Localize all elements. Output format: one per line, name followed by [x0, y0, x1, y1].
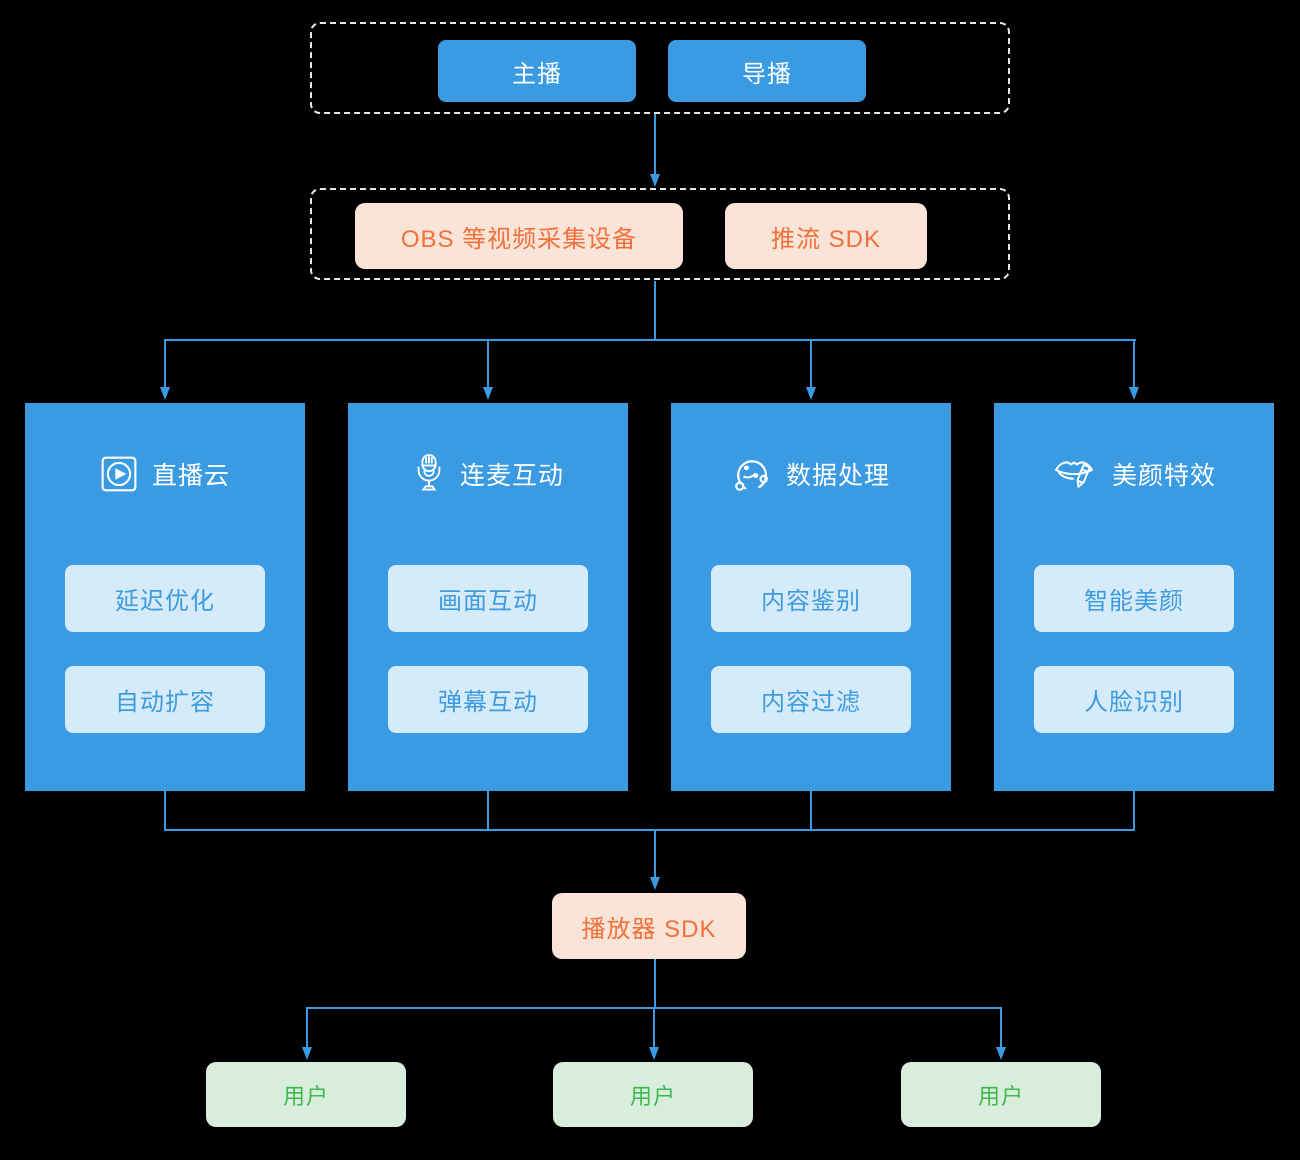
push-sdk-label: 推流 SDK	[770, 225, 881, 253]
user-label: 用户	[977, 1083, 1024, 1109]
service-header: 数据处理	[671, 453, 951, 495]
feature-label: 延迟优化	[115, 588, 215, 615]
capture-group: OBS 等视频采集设备 推流 SDK	[310, 188, 1010, 280]
connector-user-drop-1	[306, 1007, 308, 1049]
user-label: 用户	[282, 1083, 329, 1109]
arrow-down-icon	[483, 387, 493, 400]
connector-user-drop-2	[653, 1007, 655, 1049]
connector-fanout-bar	[164, 339, 1136, 341]
arrow-down-icon	[1129, 387, 1139, 400]
feature-node: 画面互动	[388, 565, 588, 632]
obs-capture-label: OBS 等视频采集设备	[400, 225, 638, 253]
connector-rise-4	[1133, 791, 1135, 831]
connector-user-drop-3	[1000, 1007, 1002, 1049]
sources-group: 主播 导播	[310, 22, 1010, 114]
connector-rise-1	[164, 791, 166, 831]
service-title: 直播云	[151, 462, 230, 490]
connector-rise-2	[487, 791, 489, 831]
connector-player-stub	[654, 829, 656, 879]
service-title: 美颜特效	[1111, 462, 1216, 490]
feature-label: 智能美颜	[1084, 588, 1184, 615]
feature-node: 延迟优化	[65, 565, 265, 632]
obs-capture-node: OBS 等视频采集设备	[355, 203, 683, 269]
user-node: 用户	[901, 1062, 1101, 1127]
connector-sources-capture	[654, 114, 656, 176]
feature-node: 内容过滤	[711, 666, 911, 733]
connector-player-down	[654, 959, 656, 1009]
connector-drop-4	[1133, 339, 1135, 389]
anchor-label: 主播	[512, 60, 562, 88]
service-header: 直播云	[25, 453, 305, 495]
connector-fanin-bar	[164, 829, 1135, 831]
user-node: 用户	[553, 1062, 753, 1127]
arrow-down-icon	[650, 174, 660, 187]
arrow-down-icon	[302, 1047, 312, 1060]
connector-capture-stub	[654, 281, 656, 341]
arrow-down-icon	[649, 1047, 659, 1060]
feature-node: 人脸识别	[1034, 666, 1234, 733]
service-header: 美颜特效	[994, 453, 1274, 495]
service-column-mic-interaction: 连麦互动 画面互动 弹幕互动	[348, 403, 628, 791]
feature-label: 内容过滤	[761, 689, 861, 716]
user-label: 用户	[629, 1083, 676, 1109]
service-column-data-processing: 数据处理 内容鉴别 内容过滤	[671, 403, 951, 791]
beauty-lips-icon	[1052, 453, 1098, 495]
director-label: 导播	[742, 60, 792, 88]
feature-node: 智能美颜	[1034, 565, 1234, 632]
feature-label: 内容鉴别	[761, 588, 861, 615]
service-column-beauty-effects: 美颜特效 智能美颜 人脸识别	[994, 403, 1274, 791]
feature-label: 画面互动	[438, 588, 538, 615]
service-column-live-cloud: 直播云 延迟优化 自动扩容	[25, 403, 305, 791]
arrow-down-icon	[996, 1047, 1006, 1060]
feature-node: 内容鉴别	[711, 565, 911, 632]
live-play-icon	[100, 455, 138, 493]
feature-label: 弹幕互动	[438, 689, 538, 716]
feature-node: 弹幕互动	[388, 666, 588, 733]
arrow-down-icon	[806, 387, 816, 400]
data-orbit-icon	[732, 454, 772, 494]
push-sdk-node: 推流 SDK	[725, 203, 927, 269]
player-sdk-node: 播放器 SDK	[552, 893, 746, 959]
service-header: 连麦互动	[348, 453, 628, 495]
service-title: 连麦互动	[459, 462, 564, 490]
connector-drop-3	[810, 339, 812, 389]
feature-label: 人脸识别	[1084, 689, 1184, 716]
arrow-down-icon	[160, 387, 170, 400]
feature-node: 自动扩容	[65, 666, 265, 733]
connector-drop-1	[164, 339, 166, 389]
service-title: 数据处理	[785, 462, 890, 490]
microphone-icon	[412, 452, 446, 496]
connector-rise-3	[810, 791, 812, 831]
player-sdk-label: 播放器 SDK	[581, 915, 717, 943]
user-node: 用户	[206, 1062, 406, 1127]
connector-drop-2	[487, 339, 489, 389]
arrow-down-icon	[650, 877, 660, 890]
anchor-node: 主播	[438, 40, 636, 102]
director-node: 导播	[668, 40, 866, 102]
feature-label: 自动扩容	[115, 689, 215, 716]
